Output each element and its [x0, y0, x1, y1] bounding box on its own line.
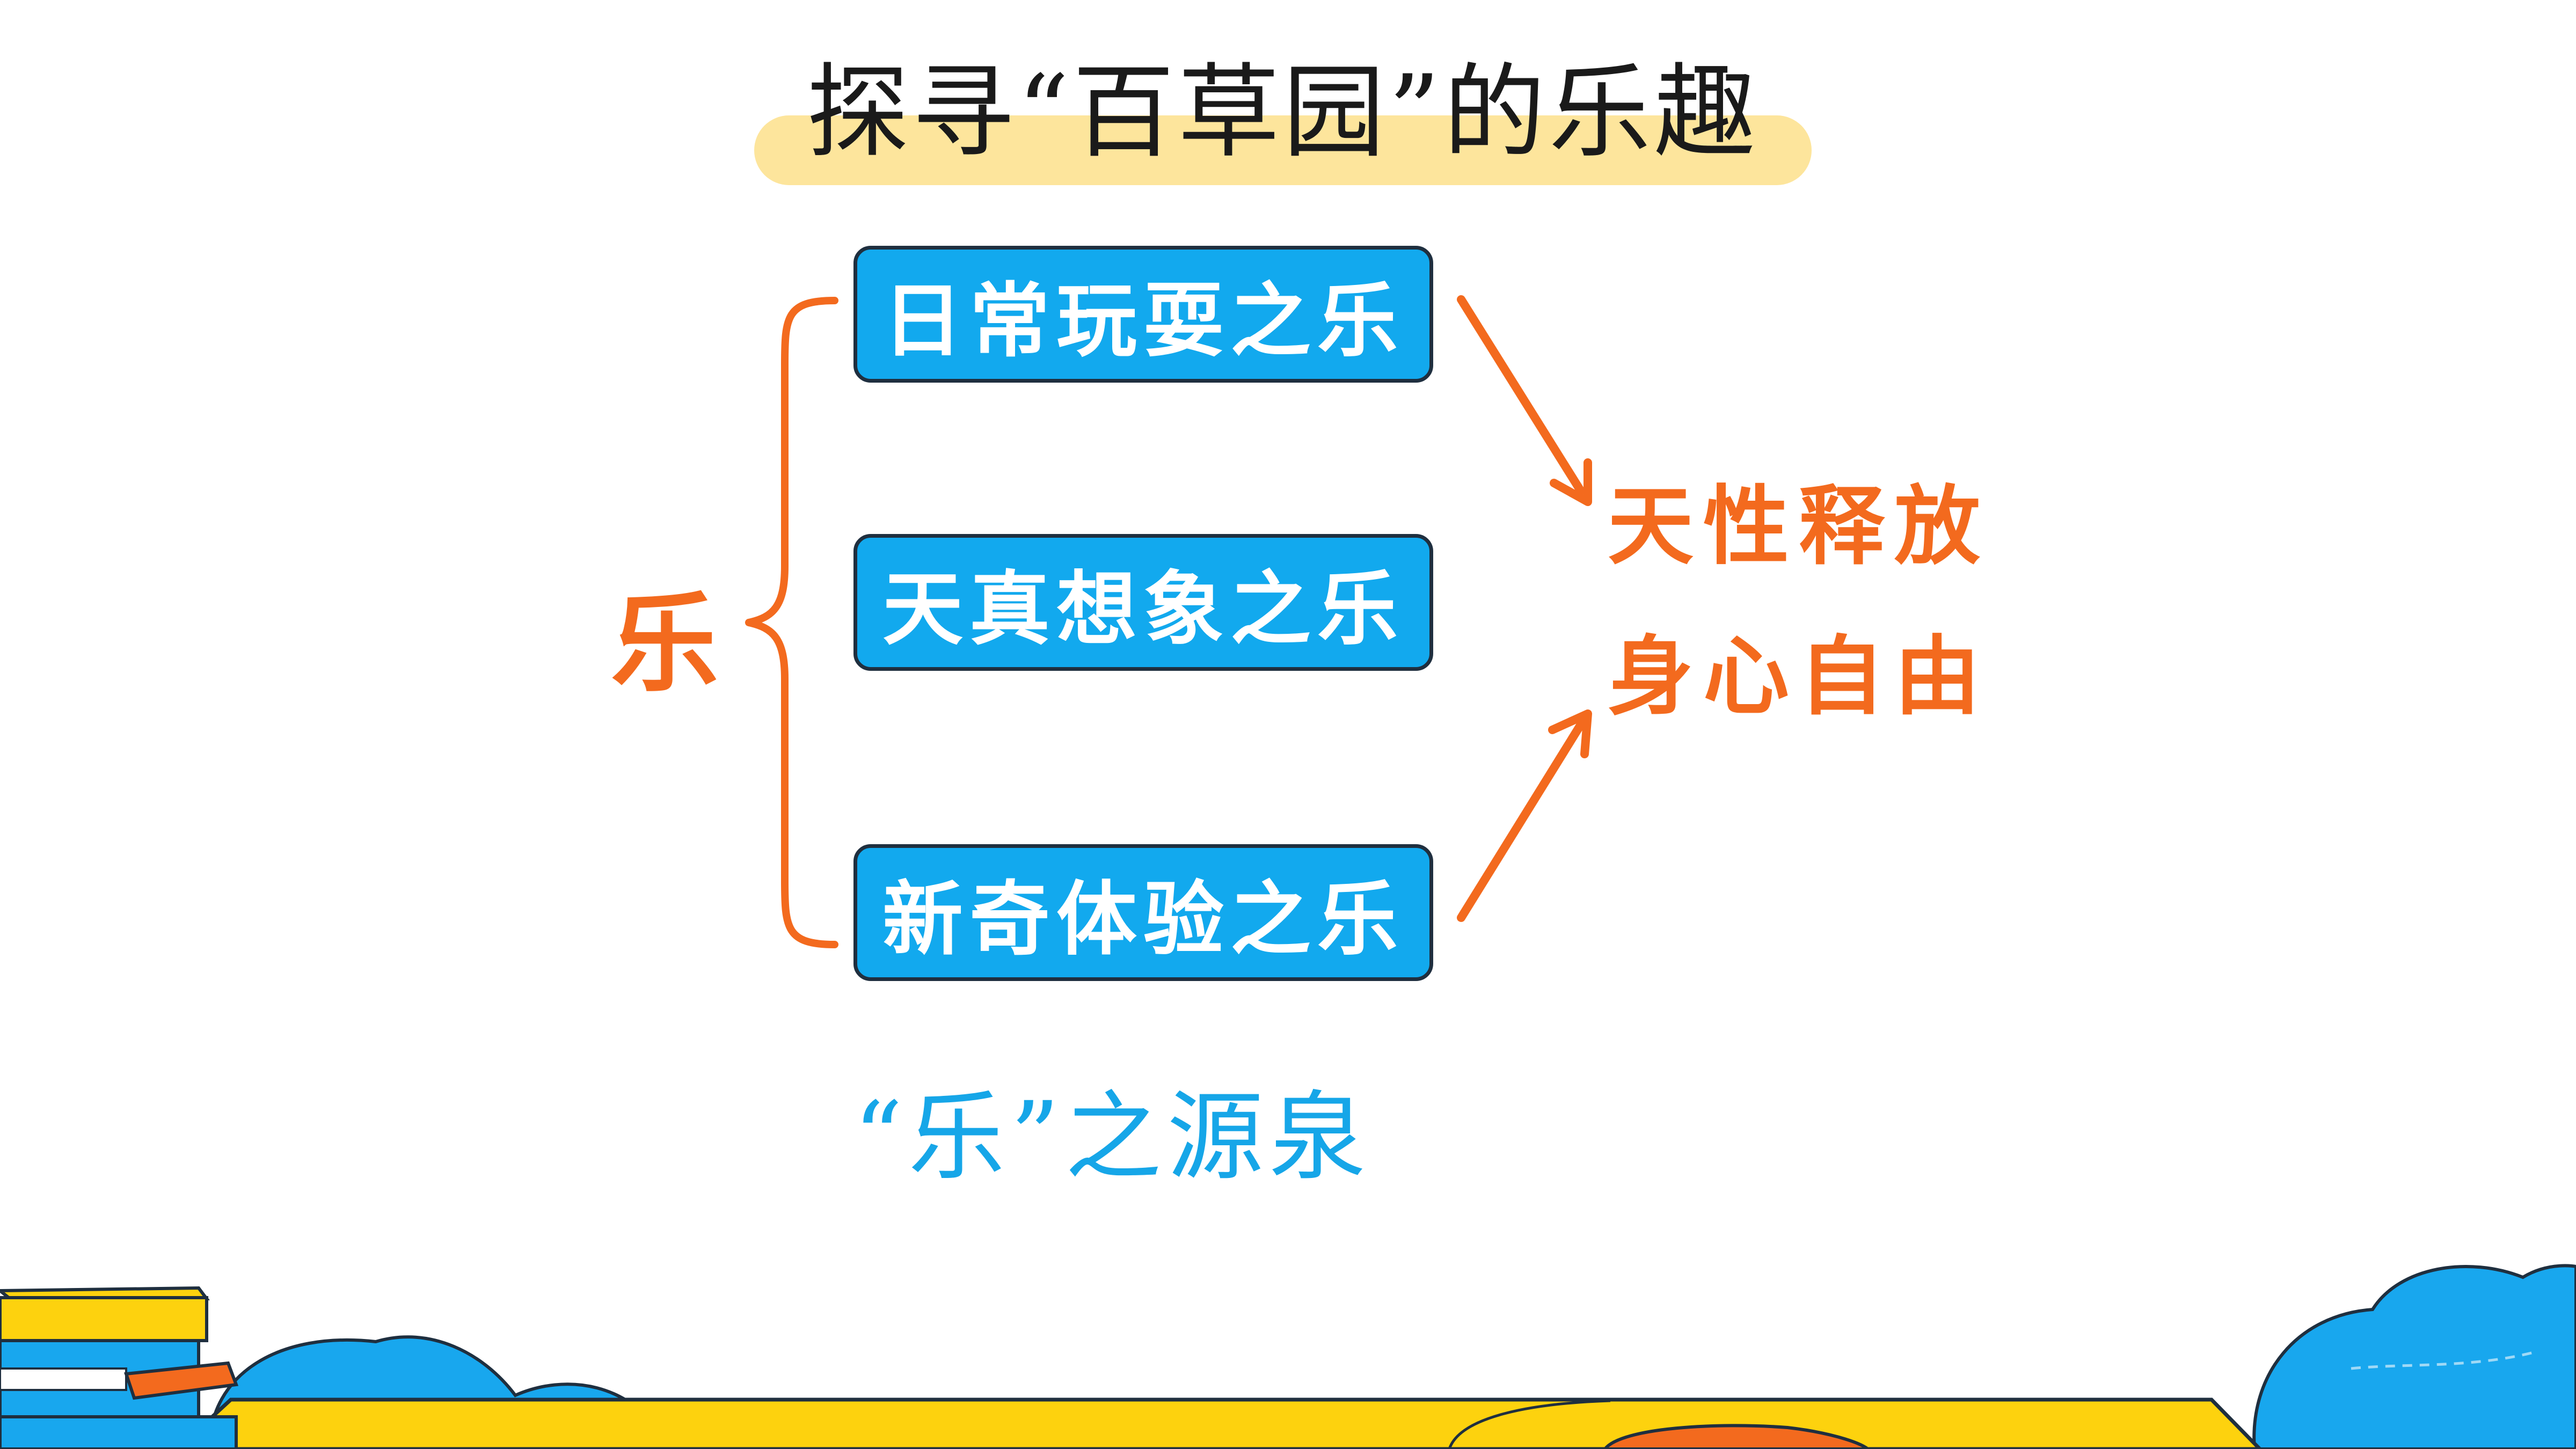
title-highlight: [754, 115, 1812, 185]
branch-box-daily-play: 日常玩耍之乐: [853, 246, 1433, 383]
source-caption: “乐”之源泉: [853, 1081, 1371, 1194]
branch-box-novel-experience: 新奇体验之乐: [853, 844, 1433, 981]
result-line-1: 天性释放: [1608, 475, 1990, 576]
arrow-top-line: [1457, 295, 1585, 495]
center-le: 乐: [611, 581, 719, 707]
result-line-2: 身心自由: [1608, 626, 1990, 727]
right-cloud-dash: [2351, 1351, 2534, 1370]
page-title: 探寻“百草园”的乐趣: [806, 53, 1760, 172]
orange-bowl: [1603, 1424, 1871, 1449]
arrow-top-head: [1550, 458, 1592, 506]
desk-ellipse: [1448, 1399, 1611, 1449]
book-4: [0, 1415, 238, 1449]
arrow-bottom-line: [1457, 720, 1585, 922]
right-cloud: [2252, 1264, 2576, 1449]
branch-box-naive-imagination: 天真想象之乐: [853, 534, 1433, 671]
book-3: [123, 1361, 239, 1400]
yellow-desk: [174, 1397, 2263, 1449]
brace: [745, 297, 838, 948]
book-2-pages: [0, 1367, 127, 1391]
book-1: [0, 1296, 208, 1342]
arrow-bottom-head: [1548, 709, 1592, 758]
title-area: 探寻“百草园”的乐趣: [754, 54, 1812, 188]
